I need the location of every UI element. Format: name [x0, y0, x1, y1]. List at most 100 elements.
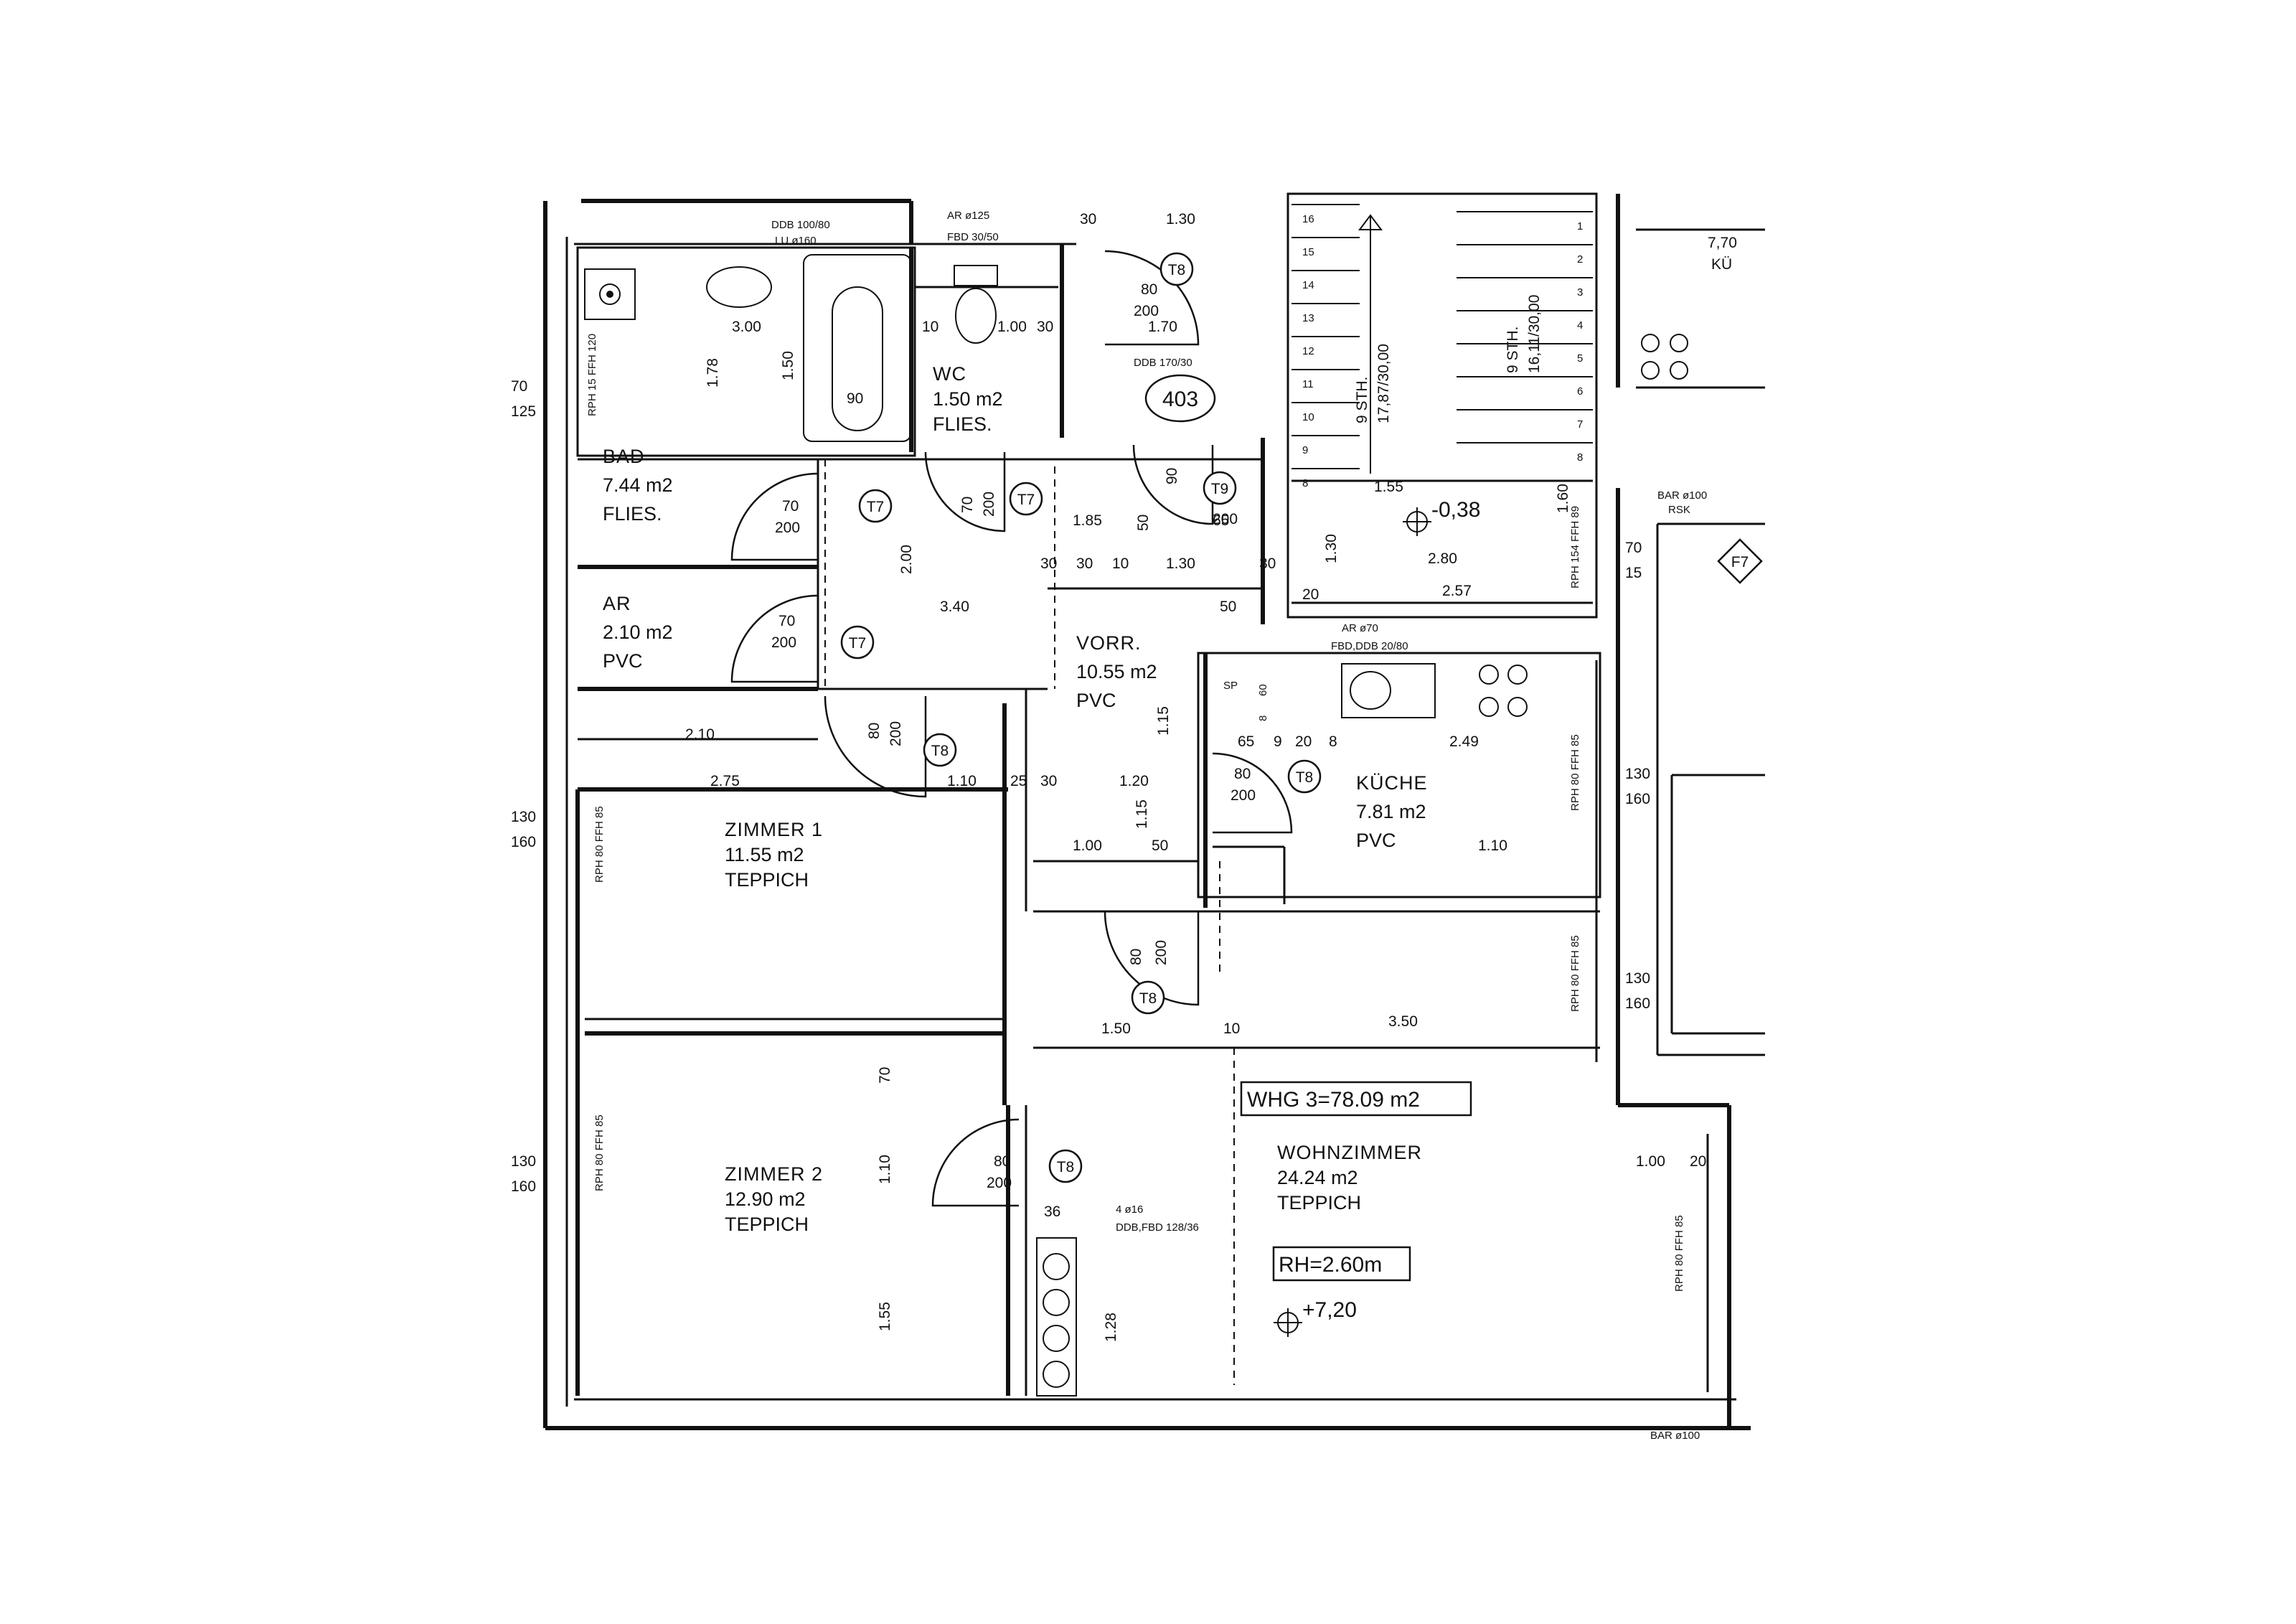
stair-step-number: 9 — [1302, 444, 1308, 456]
door-tag-t7-wc: T7 — [1009, 482, 1043, 516]
annotation: FBD 30/50 — [947, 231, 999, 243]
toilet-icon — [955, 288, 997, 344]
door-tag-label: T9 — [1211, 481, 1229, 497]
dimension: 1.20 — [1119, 773, 1149, 789]
level-marker-lower: +7,20 — [1274, 1298, 1357, 1337]
door-size: 200 — [981, 492, 997, 517]
annotation: AR ø70 — [1342, 622, 1378, 634]
dimension: 1.55 — [1374, 479, 1403, 495]
level-lower-value: +7,20 — [1302, 1298, 1357, 1322]
dimension: 2.49 — [1449, 733, 1479, 750]
dimension: 1.30 — [1166, 211, 1195, 227]
dimension: 36 — [1044, 1203, 1060, 1220]
dimension: 1.15 — [1155, 706, 1172, 736]
dimension: 1.00 — [1636, 1153, 1665, 1170]
door-tag-label: T7 — [1017, 492, 1035, 508]
dimension: 50 — [1152, 837, 1168, 854]
annotation: RPH 80 FFH 85 — [1673, 1215, 1685, 1292]
annotation: 4 ø16 — [1116, 1203, 1143, 1216]
dimension: 2.75 — [710, 773, 740, 789]
neighbor-label: KÜ — [1711, 256, 1732, 273]
door-size: 200 — [987, 1175, 1012, 1191]
stair-step-number: 10 — [1302, 411, 1314, 423]
room-area: 7.44 m2 — [603, 474, 673, 496]
window-tag-label: F7 — [1731, 554, 1749, 571]
stair-step-number: 16 — [1302, 213, 1314, 225]
room-name: ZIMMER 2 — [725, 1163, 823, 1185]
door-tag-t7-bad: T7 — [858, 489, 893, 523]
door-tag-t7-ar: T7 — [840, 625, 875, 660]
door-tag-label: T8 — [1296, 769, 1314, 786]
dimension: 65 — [1238, 733, 1254, 750]
room-floor: PVC — [1356, 830, 1396, 851]
stair-step-number: 6 — [1577, 385, 1583, 398]
dimension: 1.30 — [1166, 555, 1195, 572]
bathtub-icon — [803, 254, 912, 442]
rh-label: RH=2.60m — [1279, 1253, 1382, 1277]
door-size: 80 — [1128, 949, 1144, 965]
room-floor: FLIES. — [603, 503, 662, 525]
annotation: BAR ø100 — [1657, 489, 1707, 502]
annotation: 160 — [511, 1178, 536, 1195]
whg-label: WHG 3=78.09 m2 — [1247, 1088, 1420, 1112]
door-tag-t8-kitchen: T8 — [1287, 759, 1322, 794]
room-area: 1.50 m2 — [933, 388, 1003, 410]
window-tag-f7 — [1717, 538, 1763, 584]
room-name: VORR. — [1076, 632, 1142, 654]
whg-box — [1240, 1081, 1472, 1117]
dimension: 1.10 — [877, 1155, 893, 1184]
dimension: 3.40 — [940, 599, 969, 615]
door-size: 200 — [1134, 303, 1159, 319]
stair-step-number: 7 — [1577, 418, 1583, 431]
room-floor: PVC — [603, 650, 643, 672]
dimension: 1.00 — [997, 319, 1027, 335]
dimension: 50 — [1220, 599, 1236, 615]
door-size: 200 — [771, 634, 796, 651]
stair-label-2: 17,87/30,00 — [1375, 344, 1392, 423]
room-name: BAD — [603, 446, 645, 467]
door-size: 80 — [1234, 766, 1251, 782]
dimension: 50 — [1135, 515, 1152, 531]
annotation: DDB 100/80 — [771, 219, 830, 231]
dimension: 1.50 — [780, 351, 796, 380]
dimension: 20 — [1302, 586, 1319, 603]
door-sizes: 70 200 70 200 70 200 80 200 80 200 80 20… — [771, 281, 1256, 1191]
dimension: 2.10 — [685, 726, 715, 743]
door-size: 80 — [994, 1153, 1010, 1170]
stair-step-number: 2 — [1577, 253, 1583, 266]
stair-step-number: 15 — [1302, 246, 1314, 258]
room-wohn: WOHNZIMMER 24.24 m2 TEPPICH — [1277, 1142, 1421, 1214]
stair-label-3: 9 STH. — [1505, 327, 1521, 373]
dimension: 1.00 — [1073, 837, 1102, 854]
stair-step-number: 12 — [1302, 345, 1314, 357]
annotation: 125 — [511, 403, 536, 420]
dimension: 2.57 — [1442, 583, 1472, 599]
room-floor: FLIES. — [933, 413, 992, 435]
room-floor: PVC — [1076, 690, 1116, 711]
dimension: 1.70 — [1148, 319, 1177, 335]
stair-step-number: 11 — [1302, 378, 1314, 390]
dimension: 1.15 — [1134, 799, 1150, 829]
stair-step-number: 5 — [1577, 352, 1583, 365]
neighbor-stove-icon — [1641, 334, 1688, 380]
annotation: RSK — [1668, 504, 1690, 516]
room-zimmer1: ZIMMER 1 11.55 m2 TEPPICH — [725, 819, 823, 891]
stair-label-4: 16,11/30,00 — [1526, 295, 1543, 373]
door-tag-label: T8 — [1057, 1159, 1075, 1175]
annotations: RPH 80 FFH 85 RPH 80 FFH 85 RPH 15 FFH 1… — [511, 210, 1707, 1442]
door-tag-t9: T9 — [1203, 471, 1237, 505]
room-area: 12.90 m2 — [725, 1188, 806, 1210]
door-size: 90 — [1164, 468, 1180, 484]
dimension: 1.60 — [1555, 484, 1571, 513]
neighbor-dim: 7,70 — [1708, 235, 1737, 251]
dimension: 1.55 — [877, 1302, 893, 1331]
room-name: ZIMMER 1 — [725, 819, 823, 840]
door-swings — [730, 250, 1293, 1207]
annotation: DDB 170/30 — [1134, 357, 1192, 369]
door-size: 70 — [959, 497, 976, 513]
door-size: 200 — [1213, 511, 1238, 527]
dimension: 20 — [1295, 733, 1312, 750]
door-tag-label: T8 — [1168, 262, 1186, 278]
annotation: RPH 154 FFH 89 — [1569, 506, 1581, 588]
room-area: 2.10 m2 — [603, 621, 673, 643]
